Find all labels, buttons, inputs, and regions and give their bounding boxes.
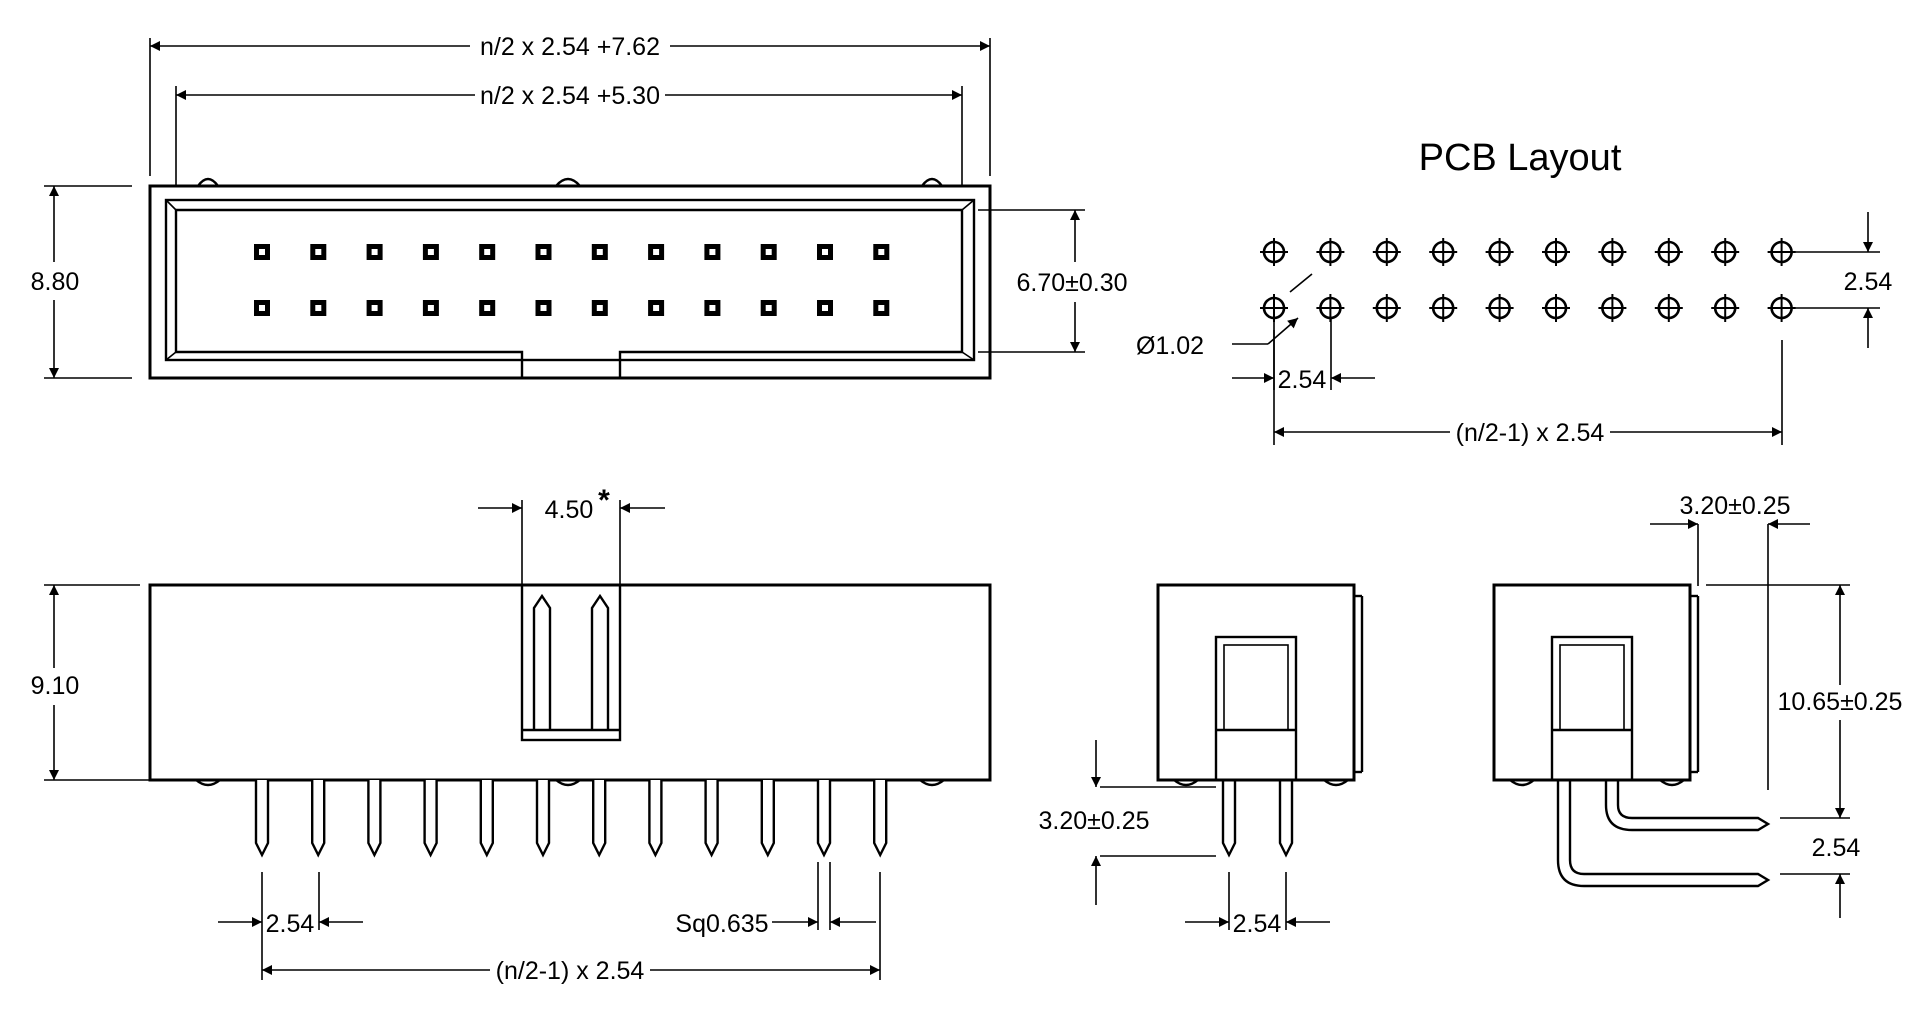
pin-square xyxy=(366,300,383,316)
right-height-label: 10.65±0.25 xyxy=(1778,688,1903,716)
pitch-label: 2.54 xyxy=(1278,366,1327,394)
pcb-hole xyxy=(1542,238,1570,266)
front-height-label: 9.10 xyxy=(31,672,80,700)
pin-square xyxy=(817,300,833,316)
pin-square xyxy=(760,300,777,316)
pin-square xyxy=(817,244,833,260)
pin-square xyxy=(479,244,496,260)
right-pitch-label: 2.54 xyxy=(1812,834,1861,862)
pcb-holes xyxy=(1260,238,1796,322)
top-view: n/2 x 2.54 +7.62 n/2 x 2.54 +5.30 8.80 xyxy=(31,33,1128,380)
pin xyxy=(816,780,832,858)
right-angle-view: 3.20±0.25 10.65±0.25 2.54 xyxy=(1492,492,1903,918)
pin-square xyxy=(535,244,552,260)
pin-squares xyxy=(254,244,890,316)
pin-square xyxy=(648,300,665,316)
pin-square xyxy=(591,300,608,316)
connector-body-front xyxy=(148,583,992,782)
pcb-hole xyxy=(1260,294,1288,322)
pin xyxy=(535,780,551,858)
pcb-hole xyxy=(1654,238,1683,266)
pin-square xyxy=(422,244,439,260)
pcb-hole xyxy=(1485,238,1514,266)
pcb-hole xyxy=(1711,238,1740,266)
pcb-hole xyxy=(1372,238,1401,266)
pcb-hole xyxy=(1316,294,1345,322)
pcb-layout: PCB Layout 2.54 Ø1.02 2.54 (n/2-1) x 2.5… xyxy=(1136,137,1892,447)
inner-width-label: n/2 x 2.54 +5.30 xyxy=(480,82,660,110)
pcb-hole xyxy=(1316,238,1345,266)
offset-label: 3.20±0.25 xyxy=(1679,492,1790,520)
pin-square xyxy=(254,300,270,316)
pin xyxy=(760,780,775,858)
pin-square xyxy=(310,244,327,260)
span-label: (n/2-1) x 2.54 xyxy=(1456,419,1605,447)
front-pitch-label: 2.54 xyxy=(266,910,315,938)
front-span-label: (n/2-1) x 2.54 xyxy=(496,957,645,985)
pin-length-label: 3.20±0.25 xyxy=(1038,807,1149,835)
pin-square xyxy=(704,300,721,316)
pin-square xyxy=(873,244,890,260)
pin-size-label: Sq0.635 xyxy=(675,910,768,938)
pin-square xyxy=(366,244,383,260)
pin-square xyxy=(704,244,721,260)
pcb-hole xyxy=(1542,294,1570,322)
pin xyxy=(479,780,494,858)
pcb-hole xyxy=(1485,294,1514,322)
pcb-hole xyxy=(1598,238,1627,266)
pcb-hole xyxy=(1429,238,1458,266)
inner-height-label: 6.70±0.30 xyxy=(1016,269,1127,297)
pin-square xyxy=(422,300,439,316)
pin-square xyxy=(760,244,777,260)
pin xyxy=(873,780,888,858)
pcb-hole xyxy=(1429,294,1458,322)
pin-square xyxy=(648,244,665,260)
pin-square xyxy=(591,244,608,260)
row-pitch-label: 2.54 xyxy=(1844,268,1893,296)
key-asterisk: * xyxy=(598,484,610,517)
side-pitch-label: 2.54 xyxy=(1233,910,1282,938)
pin xyxy=(648,780,663,858)
pin-square xyxy=(310,300,327,316)
pin xyxy=(592,780,607,858)
pcb-layout-title: PCB Layout xyxy=(1419,137,1622,179)
pin-square xyxy=(479,300,496,316)
connector-body-top xyxy=(148,184,992,380)
pin-square xyxy=(873,300,890,316)
height-label: 8.80 xyxy=(31,268,80,296)
front-view: 4.50 * 9.10 2.54 Sq0.635 xyxy=(31,484,992,985)
pcb-hole xyxy=(1260,238,1288,266)
key-width-label: 4.50 xyxy=(545,496,594,524)
pin xyxy=(367,780,382,858)
pcb-hole xyxy=(1711,294,1740,322)
pin-square xyxy=(535,300,552,316)
pcb-hole xyxy=(1654,294,1683,322)
overall-width-label: n/2 x 2.54 +7.62 xyxy=(480,33,660,61)
pin xyxy=(423,780,438,858)
pin-square xyxy=(254,244,270,260)
side-view: 3.20±0.25 2.54 xyxy=(1038,583,1364,938)
hole-diameter-label: Ø1.02 xyxy=(1136,332,1204,360)
pin xyxy=(254,780,270,858)
pin xyxy=(704,780,719,858)
pin xyxy=(311,780,326,858)
pcb-hole xyxy=(1598,294,1627,322)
front-pins xyxy=(254,780,888,858)
pcb-hole xyxy=(1372,294,1401,322)
